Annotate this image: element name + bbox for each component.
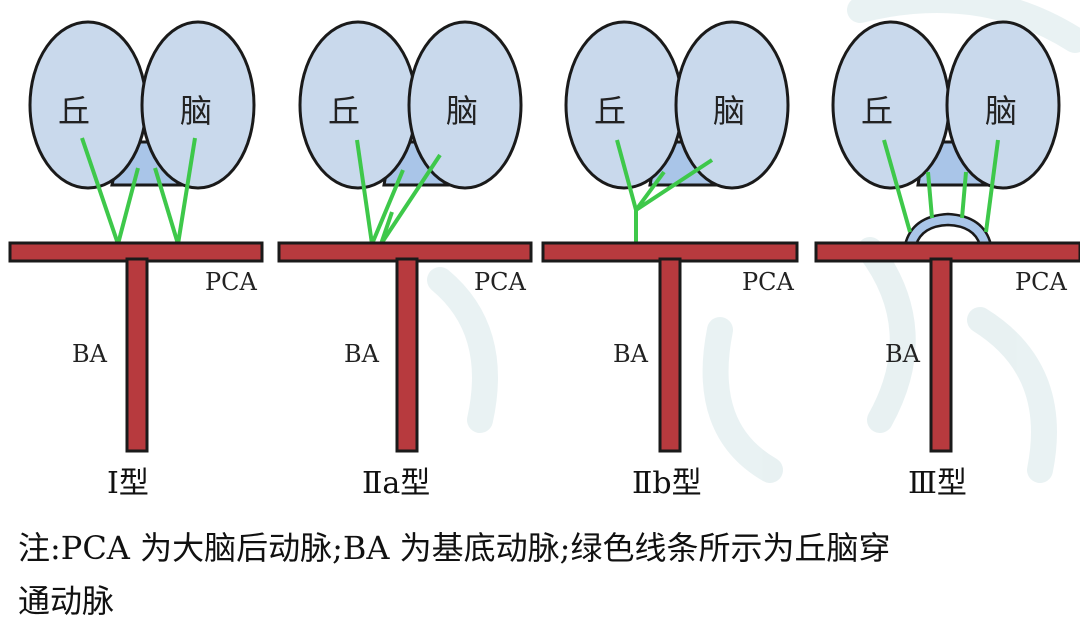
type-III-diagram: 丘 脑 PCA BA Ⅲ型 <box>814 20 1080 501</box>
thalamus-left-label: 丘 <box>861 92 893 130</box>
perforating-arteries <box>615 139 714 244</box>
thalamus-left-label: 丘 <box>58 92 90 130</box>
ba-label: BA <box>613 340 649 368</box>
basilar-artery <box>658 257 682 453</box>
type-label: Ⅱa型 <box>362 466 430 501</box>
type-IIb-diagram: 丘 脑 PCA BA Ⅱb型 <box>541 20 799 501</box>
thalamus-right-label: 脑 <box>446 92 478 130</box>
basilar-artery <box>125 257 149 453</box>
right-thalamus <box>407 20 523 190</box>
perforating-arteries <box>882 139 1000 233</box>
pca-label: PCA <box>1015 268 1068 296</box>
thalamus-right-label: 脑 <box>985 92 1017 130</box>
basilar-artery <box>929 257 953 453</box>
thalamus-left-label: 丘 <box>594 92 626 130</box>
thalamus-right-label: 脑 <box>713 92 745 130</box>
type-label: Ⅱb型 <box>632 466 702 501</box>
ba-label: BA <box>72 340 108 368</box>
type-I-diagram: 丘 脑 PCA BA Ⅰ型 <box>8 20 264 501</box>
ba-label: BA <box>344 340 380 368</box>
basilar-artery <box>395 257 419 453</box>
figure-note-line-2: 通动脉 <box>18 582 115 620</box>
right-thalamus <box>945 20 1061 190</box>
perforating-arteries <box>80 137 197 245</box>
perforating-arteries <box>355 139 442 246</box>
pca-label: PCA <box>474 268 527 296</box>
thalamus-left-label: 丘 <box>328 92 360 130</box>
watermark <box>427 0 1080 483</box>
right-thalamus <box>140 20 256 190</box>
figure-note: 注:PCA 为大脑后动脉;BA 为基底动脉;绿色线条所示为丘脑穿 通动脉 <box>18 522 1068 628</box>
type-label: Ⅰ型 <box>107 466 149 501</box>
type-label: Ⅲ型 <box>908 466 967 501</box>
type-IIa-diagram: 丘 脑 PCA BA Ⅱa型 <box>277 20 533 501</box>
ba-label: BA <box>885 340 921 368</box>
thalamus-right-label: 脑 <box>180 92 212 130</box>
right-thalamus <box>674 20 790 190</box>
pca-label: PCA <box>205 268 258 296</box>
figure-note-line-1: 注:PCA 为大脑后动脉;BA 为基底动脉;绿色线条所示为丘脑穿 <box>18 529 891 567</box>
arterial-arcade <box>903 212 993 247</box>
pca-label: PCA <box>742 268 795 296</box>
